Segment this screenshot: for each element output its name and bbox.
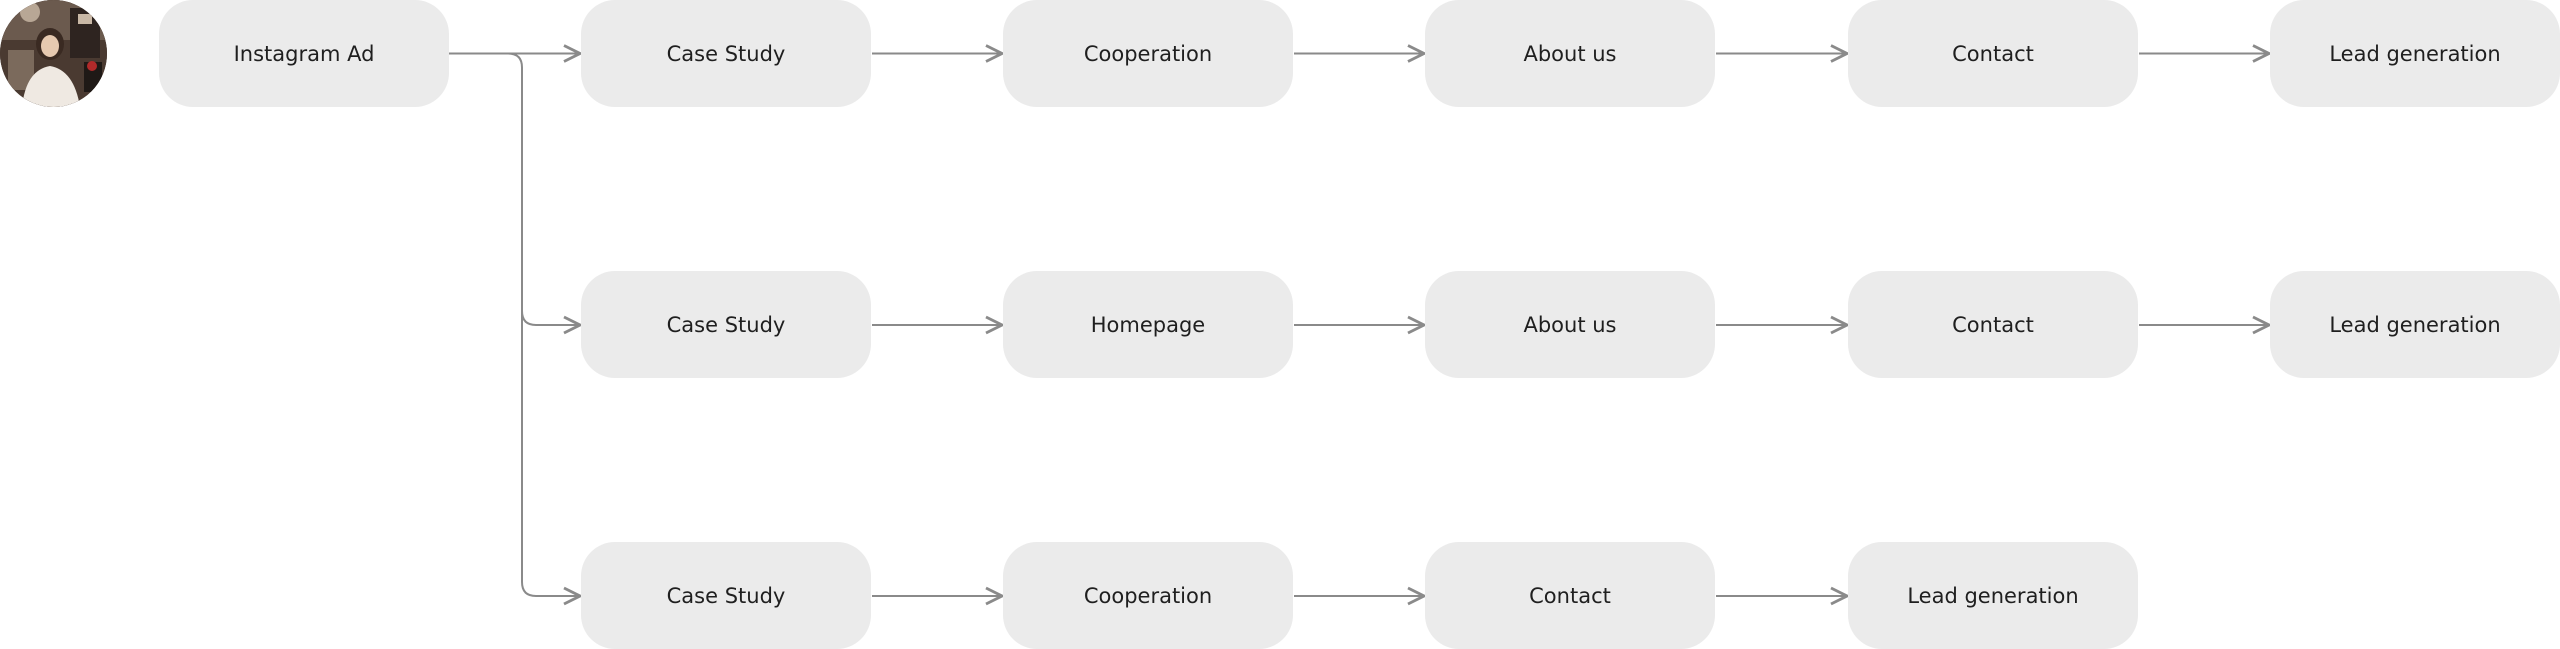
node-case-study[interactable]: Case Study bbox=[581, 271, 871, 378]
person-photo-icon bbox=[0, 0, 107, 107]
node-label: About us bbox=[1523, 41, 1617, 66]
node-contact[interactable]: Contact bbox=[1425, 542, 1715, 649]
node-lead-generation[interactable]: Lead generation bbox=[2270, 271, 2560, 378]
node-about-us[interactable]: About us bbox=[1425, 271, 1715, 378]
node-case-study[interactable]: Case Study bbox=[581, 0, 871, 107]
node-label: Contact bbox=[1529, 583, 1611, 608]
node-label: Cooperation bbox=[1083, 41, 1213, 66]
node-cooperation[interactable]: Cooperation bbox=[1003, 542, 1293, 649]
node-homepage[interactable]: Homepage bbox=[1003, 271, 1293, 378]
node-label: Contact bbox=[1952, 312, 2034, 337]
node-label: Cooperation bbox=[1083, 583, 1213, 608]
node-label: Contact bbox=[1952, 41, 2034, 66]
node-label: Case Study bbox=[666, 583, 786, 608]
node-instagram-ad[interactable]: Instagram Ad bbox=[159, 0, 449, 107]
node-label: Lead generation bbox=[1907, 583, 2079, 608]
avatar bbox=[0, 0, 107, 107]
branch-connector-row-2 bbox=[521, 310, 580, 325]
node-lead-generation[interactable]: Lead generation bbox=[2270, 0, 2560, 107]
node-contact[interactable]: Contact bbox=[1848, 271, 2138, 378]
node-lead-generation[interactable]: Lead generation bbox=[1848, 542, 2138, 649]
node-case-study[interactable]: Case Study bbox=[581, 542, 871, 649]
node-label: Case Study bbox=[666, 41, 786, 66]
node-contact[interactable]: Contact bbox=[1848, 0, 2138, 107]
node-label: Case Study bbox=[666, 312, 786, 337]
node-label: About us bbox=[1523, 312, 1617, 337]
node-label: Lead generation bbox=[2329, 312, 2501, 337]
node-label: Lead generation bbox=[2329, 41, 2501, 66]
node-label: Homepage bbox=[1090, 312, 1206, 337]
node-about-us[interactable]: About us bbox=[1425, 0, 1715, 107]
node-cooperation[interactable]: Cooperation bbox=[1003, 0, 1293, 107]
node-label: Instagram Ad bbox=[233, 41, 375, 66]
branch-connector-trunk bbox=[507, 52, 580, 597]
